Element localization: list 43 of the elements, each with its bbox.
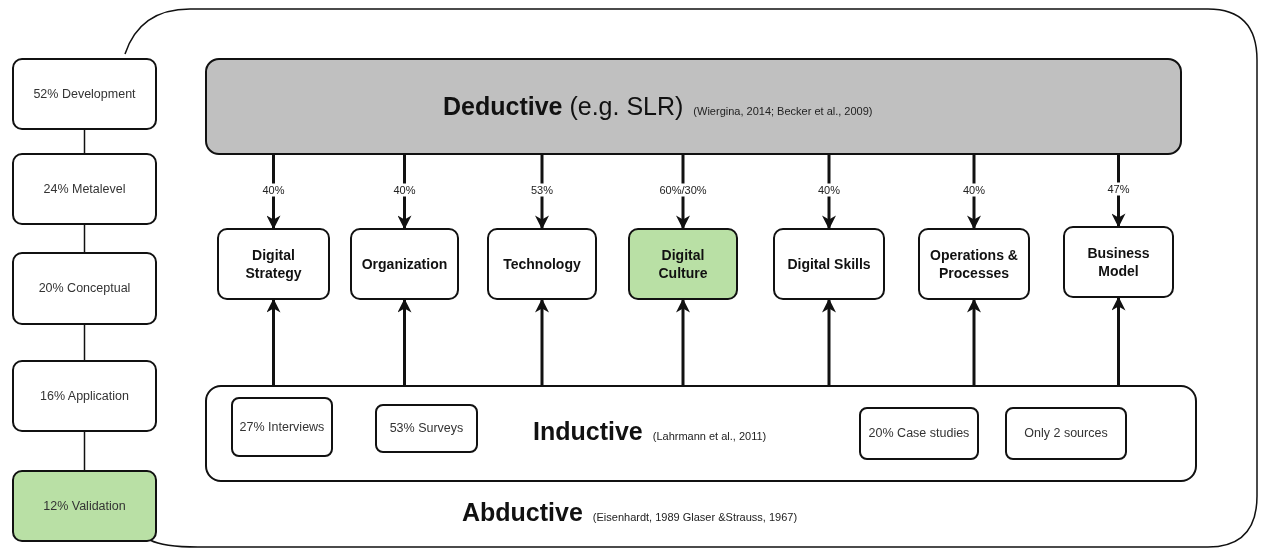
category-box: 12% Validation (12, 470, 157, 542)
reference-text: (Lahrmann et al., 2011) (652, 430, 767, 442)
category-box: 52% Development (12, 58, 157, 130)
connector-line (83, 324, 86, 361)
reference-text: (Eisenhardt, 1989 Glaser &Strauss, 1967) (592, 511, 798, 523)
edge-label: 53% (530, 183, 554, 197)
base-panel (205, 385, 1197, 482)
method-box: Only 2 sources (1005, 407, 1127, 460)
dimension-box: Technology (487, 228, 597, 300)
arrow (822, 298, 836, 385)
dimension-box: Digital Strategy (217, 228, 330, 300)
arrow (397, 298, 412, 385)
category-box: 16% Application (12, 360, 157, 432)
edge-label: 40% (817, 183, 841, 197)
edge-label: 40% (392, 183, 417, 197)
dimension-box: Digital Culture (628, 228, 738, 300)
method-box: 53% Surveys (375, 404, 478, 453)
arrow (1111, 296, 1126, 385)
reference-text: (Wiergina, 2014; Becker et al., 2009) (693, 105, 873, 117)
connector-line (83, 129, 86, 154)
heading: Abductive (462, 498, 583, 527)
dimension-box: Digital Skills (773, 228, 885, 300)
dimension-box: Business Model (1063, 226, 1174, 298)
arrow (676, 298, 690, 385)
arrow (266, 298, 281, 385)
edge-label: 40% (962, 183, 986, 197)
connector-line (83, 431, 86, 471)
edge-label: 60%/30% (658, 183, 708, 197)
arrow (1111, 155, 1126, 228)
heading: Deductive (e.g. SLR) (443, 92, 684, 121)
heading: Inductive (533, 417, 643, 446)
category-box: 20% Conceptual (12, 252, 157, 325)
dimension-box: Organization (350, 228, 459, 300)
dimension-box: Operations & Processes (918, 228, 1030, 300)
method-box: 20% Case studies (859, 407, 979, 460)
arrow (535, 298, 549, 385)
connector-line (83, 224, 86, 253)
category-box: 24% Metalevel (12, 153, 157, 225)
header-panel (205, 58, 1182, 155)
arrow (967, 298, 981, 385)
edge-label: 47% (1106, 182, 1131, 196)
edge-label: 40% (261, 183, 286, 197)
method-box: 27% Interviews (231, 397, 333, 457)
